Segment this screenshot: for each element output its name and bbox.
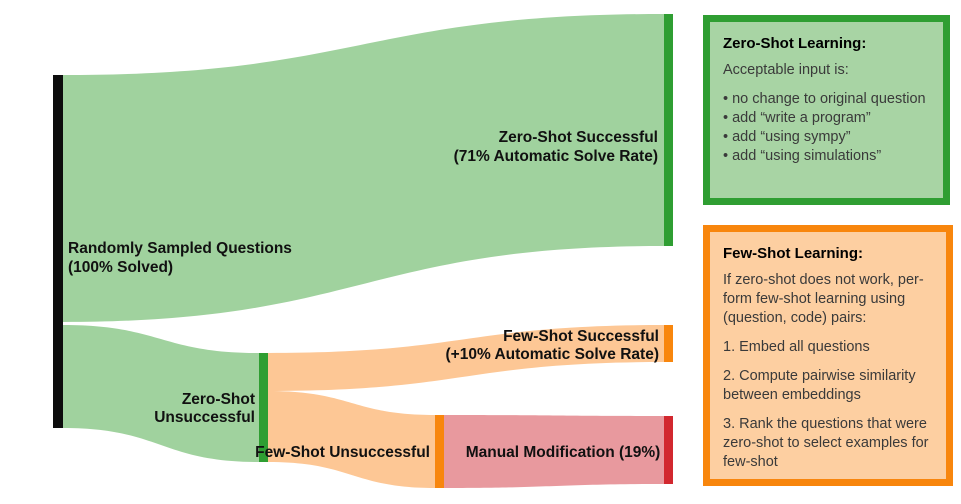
label-manual-modification: Manual Modification (19%) xyxy=(466,444,661,461)
label-zero-shot-successful-line2: (71% Automatic Solve Rate) xyxy=(454,148,658,165)
label-few-shot-successful-line2: (+10% Automatic Solve Rate) xyxy=(446,346,659,363)
label-zero-shot-unsuccessful-line2: Unsuccessful xyxy=(154,409,255,426)
node-few-shot-unsuccessful-bar xyxy=(435,415,444,488)
node-zero-shot-unsuccessful-bar xyxy=(259,353,268,462)
few-shot-box-paragraph: If zero-shot does not work, per- form fe… xyxy=(723,272,924,326)
flow-zero-shot-successful xyxy=(63,14,664,322)
flow-few-shot-unsuccessful xyxy=(268,391,435,488)
zero-shot-box-intro: Acceptable input is: xyxy=(723,62,849,78)
flow-zero-shot-unsuccessful xyxy=(63,325,259,462)
few-shot-box-paragraph: 3. Rank the questions that were zero-sho… xyxy=(723,416,929,470)
few-shot-box-paragraph: 2. Compute pairwise similarity between e… xyxy=(723,368,916,403)
node-manual-modification-bar xyxy=(664,416,673,484)
few-shot-box-paragraph: 1. Embed all questions xyxy=(723,339,870,355)
node-zero-shot-successful-bar xyxy=(664,14,673,246)
label-zero-shot-successful-line1: Zero-Shot Successful xyxy=(499,129,658,146)
zero-shot-bullet: • no change to original question xyxy=(723,91,926,107)
zero-shot-bullet: • add “using sympy” xyxy=(723,129,851,145)
zero-shot-box-bullet-list: • no change to original question • add “… xyxy=(723,90,930,166)
label-source-line2: (100% Solved) xyxy=(68,259,173,276)
zero-shot-learning-box: Zero-Shot Learning: Acceptable input is:… xyxy=(703,15,950,205)
few-shot-learning-box: Few-Shot Learning: If zero-shot does not… xyxy=(703,225,953,486)
node-few-shot-successful-bar xyxy=(664,325,673,362)
label-few-shot-unsuccessful: Few-Shot Unsuccessful xyxy=(255,444,430,461)
flow-manual-modification xyxy=(443,415,664,488)
label-zero-shot-unsuccessful-line1: Zero-Shot xyxy=(182,391,255,408)
zero-shot-bullet: • add “write a program” xyxy=(723,110,871,126)
zero-shot-bullet: • add “using simulations” xyxy=(723,148,882,164)
label-few-shot-successful-line1: Few-Shot Successful xyxy=(503,328,659,345)
few-shot-box-title: Few-Shot Learning: xyxy=(723,245,863,262)
node-source-bar xyxy=(53,75,63,428)
label-source-line1: Randomly Sampled Questions xyxy=(68,240,292,257)
flow-few-shot-successful xyxy=(268,325,664,391)
zero-shot-box-title: Zero-Shot Learning: xyxy=(723,35,867,52)
